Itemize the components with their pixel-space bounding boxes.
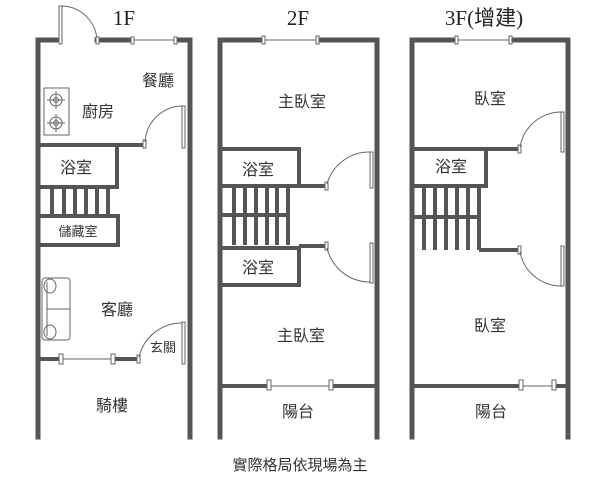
floor-3f: 3F(增建) 臥室 浴室 臥室 陽台 [409,6,571,440]
floor-1f: 1F [35,5,193,440]
room-label: 客廳 [101,300,133,319]
bathroom-wall [220,147,301,188]
room-label: 儲藏室 [58,224,97,240]
room-label: 主臥室 [277,326,325,345]
stairs [220,186,290,245]
sofa-icon [41,277,71,341]
outer-wall [217,37,380,440]
room-label: 玄關 [150,341,176,356]
room-label: 陽台 [475,402,507,421]
room-label: 浴室 [242,160,274,179]
door [324,151,374,191]
bathroom-wall [220,244,325,287]
outer-wall [409,37,571,440]
door [517,111,565,154]
room-label: 浴室 [242,258,274,277]
floor-title: 1F [113,6,135,30]
bathroom-wall [412,147,488,188]
room-label: 餐廳 [142,71,174,90]
room-label: 主臥室 [278,92,326,111]
room-label: 浴室 [60,158,92,177]
room-label: 廚房 [82,102,114,121]
door [324,241,374,284]
door [58,5,100,45]
room-label: 騎樓 [96,396,128,415]
room-label: 陽台 [282,402,314,421]
floor-title: 2F [287,6,309,30]
room-label: 臥室 [474,89,506,108]
door [517,245,565,287]
stairs [412,186,518,252]
stove-icon [43,87,70,136]
floor-2f: 2F 主臥室 浴室 浴室 主臥室 陽台 [217,6,380,440]
room-label: 臥室 [474,316,506,335]
caption: 實際格局依現場為主 [232,456,367,474]
outer-wall [35,37,193,440]
door [136,321,186,365]
stairs [38,187,120,247]
floor-title: 3F(增建) [445,6,523,30]
room-label: 浴室 [435,157,467,176]
door [142,105,186,149]
